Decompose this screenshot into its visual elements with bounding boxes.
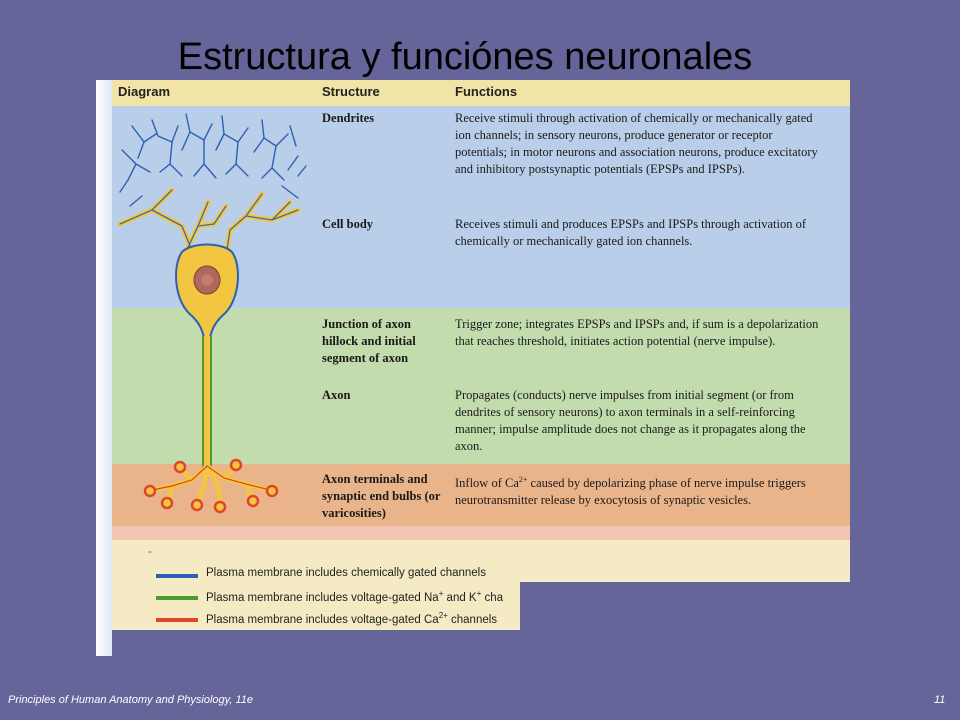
legend-text-part: Plasma membrane includes voltage-gated N… bbox=[206, 591, 439, 604]
function-text: Receives stimuli and produces EPSPs and … bbox=[455, 217, 807, 248]
footer-source: Principles of Human Anatomy and Physiolo… bbox=[8, 694, 253, 706]
function-text-part: Inflow of Ca bbox=[455, 476, 519, 491]
superscript: + bbox=[476, 589, 482, 598]
page-number: 11 bbox=[934, 694, 946, 706]
superscript: 2+ bbox=[438, 611, 448, 620]
superscript: + bbox=[438, 589, 444, 598]
legend-text-part: channels bbox=[447, 613, 498, 626]
legend-text-part: cha bbox=[481, 591, 504, 604]
slide-title: Estructura y funciónes neuronales bbox=[177, 36, 753, 78]
legend-text-part: and K bbox=[443, 591, 477, 604]
legend-swatch-blue bbox=[156, 574, 198, 578]
structure-label: Axon bbox=[322, 388, 351, 402]
structure-label: Axon terminals and synaptic end bulbs (o… bbox=[322, 472, 441, 520]
structure-label: Cell body bbox=[322, 217, 374, 231]
structure-label: Junction of axon hillock and initial seg… bbox=[322, 317, 416, 365]
neuron-illustration-icon bbox=[117, 113, 307, 514]
legend-text: Plasma membrane includes chemically gate… bbox=[206, 567, 486, 579]
neuron-structure-figure: Diagram Structure Functions bbox=[96, 80, 850, 630]
function-text: Propagates (conducts) nerve impulses fro… bbox=[455, 388, 806, 453]
legend-text: Plasma membrane includes voltage-gated N… bbox=[206, 589, 503, 604]
pink-band bbox=[112, 526, 850, 540]
legend-swatch-red bbox=[156, 618, 198, 622]
header-band bbox=[112, 80, 850, 106]
column-header-functions: Functions bbox=[455, 84, 518, 99]
legend-swatch-green bbox=[156, 596, 198, 600]
function-text: Trigger zone; integrates EPSPs and IPSPs… bbox=[455, 317, 819, 348]
legend-text-part: Plasma membrane includes voltage-gated C… bbox=[206, 613, 439, 626]
column-header-structure: Structure bbox=[322, 84, 380, 99]
figure-crop-cover bbox=[520, 582, 850, 630]
function-text-part: caused by depolarizing phase of nerve im… bbox=[455, 476, 806, 508]
structure-label: Dendrites bbox=[322, 111, 375, 125]
axon-band bbox=[112, 308, 850, 464]
function-text: Receive stimuli through activation of ch… bbox=[455, 111, 818, 176]
red-mark: - bbox=[148, 544, 152, 558]
superscript: 2+ bbox=[518, 475, 528, 484]
terminal-band bbox=[112, 464, 850, 526]
legend-text: Plasma membrane includes voltage-gated C… bbox=[206, 611, 497, 626]
column-header-diagram: Diagram bbox=[118, 84, 171, 99]
figure-edge bbox=[96, 80, 112, 656]
function-text: Inflow of Ca2+ caused by depolarizing ph… bbox=[455, 471, 827, 509]
